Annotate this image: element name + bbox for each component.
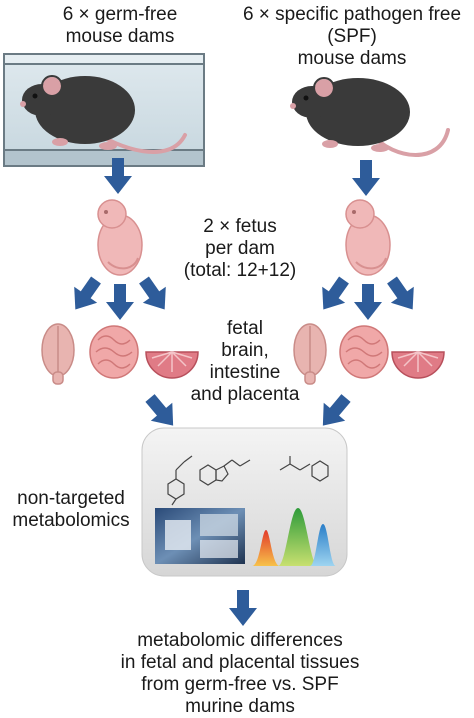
arrow-down-left-icon	[63, 271, 108, 318]
tissues-line2: brain,	[221, 340, 269, 361]
molecule-icon	[279, 456, 329, 482]
method-line2: metabolomics	[12, 510, 130, 531]
tissues-line4: and placenta	[190, 384, 300, 405]
fetus-line3: (total: 12+12)	[183, 260, 297, 281]
germfree-line2: mouse dams	[65, 26, 175, 47]
fetus-label: 2 × fetus per dam (total: 12+12)	[170, 216, 310, 282]
arrow-down-icon	[354, 284, 382, 320]
spf-brain-icon	[293, 323, 327, 385]
germfree-line1: 6 × germ-free	[62, 4, 178, 25]
arrow-down-left-icon	[311, 271, 356, 318]
spf-line3: mouse dams	[297, 48, 407, 69]
tissues-line1: fetal	[227, 318, 263, 339]
result-line4: murine dams	[185, 696, 295, 717]
arrow-down-right-icon	[380, 271, 425, 318]
germfree-mouse-icon	[20, 75, 187, 154]
spf-intestine-icon	[339, 325, 389, 379]
germfree-placenta-icon	[145, 351, 199, 379]
fetus-line2: per dam	[205, 238, 275, 259]
method-line1: non-targeted	[17, 488, 125, 509]
result-label: metabolomic differences in fetal and pla…	[80, 630, 400, 718]
molecule-icon	[167, 455, 193, 506]
result-line3: from germ-free vs. SPF	[141, 674, 339, 695]
fetus-line1: 2 × fetus	[203, 216, 277, 237]
arrow-down-right-icon	[132, 271, 177, 318]
arrow-down-icon	[106, 284, 134, 320]
germfree-intestine-icon	[89, 325, 139, 379]
chromatogram-peaks	[252, 508, 336, 566]
spf-line1: 6 × specific pathogen free	[242, 4, 462, 25]
spf-placenta-icon	[391, 351, 445, 379]
tissues-line3: intestine	[209, 362, 281, 383]
result-line1: metabolomic differences	[137, 630, 343, 651]
spf-label: 6 × specific pathogen free (SPF) mouse d…	[232, 4, 472, 70]
spf-fetus-icon	[345, 199, 391, 276]
instrument-photo	[155, 508, 245, 564]
molecule-icon	[199, 459, 251, 486]
spf-mouse-icon	[290, 77, 450, 157]
method-label: non-targeted metabolomics	[0, 488, 142, 532]
tissues-label: fetal brain, intestine and placenta	[185, 318, 305, 406]
spf-line2: (SPF)	[327, 26, 377, 47]
germfree-fetus-icon	[97, 199, 143, 276]
metabolomics-panel	[141, 427, 348, 577]
arrow-down-icon	[229, 590, 257, 626]
germfree-label: 6 × germ-free mouse dams	[0, 4, 240, 48]
result-line2: in fetal and placental tissues	[120, 652, 360, 673]
arrow-down-icon	[352, 160, 380, 196]
germfree-brain-icon	[41, 323, 75, 385]
